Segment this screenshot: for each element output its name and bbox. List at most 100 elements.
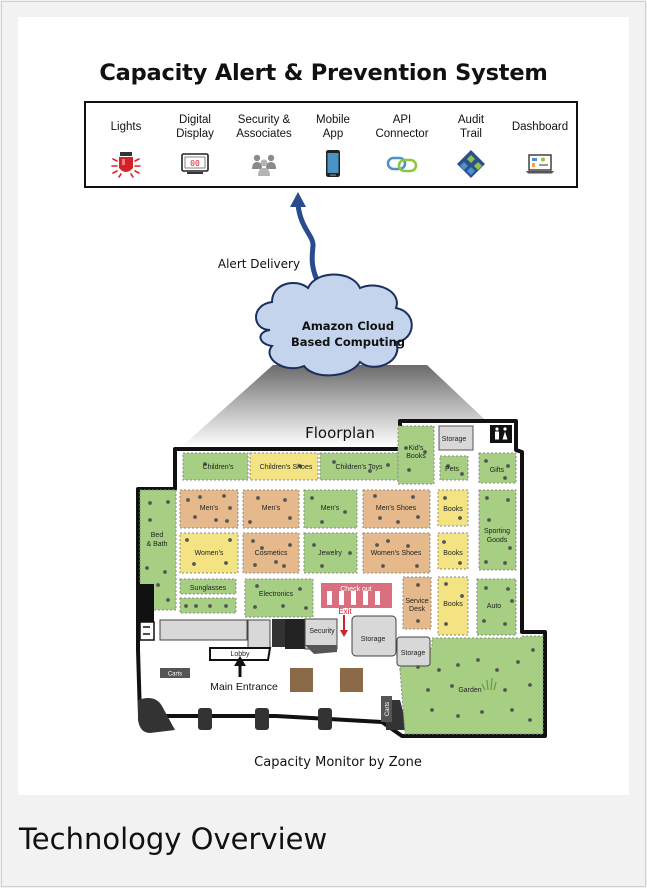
occupant-dot bbox=[404, 446, 408, 450]
occupant-dot bbox=[528, 683, 532, 687]
occupant-dot bbox=[148, 501, 152, 505]
occupant-dot bbox=[484, 459, 488, 463]
occupant-dot bbox=[503, 622, 507, 626]
occupant-dot bbox=[225, 519, 229, 523]
system-title: Capacity Alert & Prevention System bbox=[99, 60, 548, 86]
occupant-dot bbox=[193, 515, 197, 519]
occupant-dot bbox=[458, 561, 462, 565]
audit-diamond-icon bbox=[457, 150, 485, 178]
occupant-dot bbox=[510, 708, 514, 712]
label-cosmetics: Cosmetics bbox=[255, 550, 288, 557]
label-service-desk-1: Service bbox=[405, 598, 428, 605]
occupant-dot bbox=[503, 561, 507, 565]
occupant-dot bbox=[288, 516, 292, 520]
zone-books-1 bbox=[437, 489, 469, 527]
label-storage-low: Storage bbox=[401, 650, 426, 657]
zone-electronics bbox=[244, 578, 314, 618]
occupant-dot bbox=[222, 494, 226, 498]
occupant-dot bbox=[506, 464, 510, 468]
channel-api-connector: API Connector bbox=[365, 103, 439, 188]
occupant-dot bbox=[298, 464, 302, 468]
label-kids-books-1: Kid's bbox=[409, 445, 424, 452]
footer-title: Technology Overview bbox=[19, 822, 328, 856]
occupant-dot bbox=[460, 594, 464, 598]
exit-arrow-head-icon bbox=[340, 630, 348, 637]
occupant-dot bbox=[442, 540, 446, 544]
label-books-3: Books bbox=[443, 601, 463, 608]
occupant-dot bbox=[208, 604, 212, 608]
zone-books-3 bbox=[437, 576, 469, 636]
occupant-dot bbox=[288, 543, 292, 547]
occupant-dot bbox=[320, 564, 324, 568]
occupant-dot bbox=[185, 538, 189, 542]
occupant-dot bbox=[487, 518, 491, 522]
label-kids-books-2: Books bbox=[406, 453, 426, 460]
occupant-dot bbox=[516, 660, 520, 664]
label-carts-left: Carts bbox=[168, 672, 182, 678]
grass-icon bbox=[481, 677, 497, 691]
label-childrens: Children's bbox=[203, 464, 234, 471]
occupant-dot bbox=[484, 586, 488, 590]
channel-label: Digital Display bbox=[176, 114, 214, 140]
digital-display-icon: 00 bbox=[181, 153, 209, 174]
occupant-dot bbox=[343, 510, 347, 514]
entrance-arrow-head-icon bbox=[234, 656, 246, 666]
zone-childrens-toys bbox=[319, 452, 399, 481]
occupant-dot bbox=[214, 518, 218, 522]
occupant-dot bbox=[415, 564, 419, 568]
channel-mobile-app: Mobile App bbox=[296, 103, 370, 188]
occupant-dot bbox=[416, 619, 420, 623]
occupant-dot bbox=[166, 500, 170, 504]
label-main-entrance: Main Entrance bbox=[210, 681, 278, 693]
zone-books-2 bbox=[437, 532, 469, 570]
label-carts-right: Carts bbox=[385, 702, 391, 716]
people-group-icon bbox=[252, 154, 276, 176]
zone-childrens bbox=[182, 452, 249, 481]
occupant-dot bbox=[446, 464, 450, 468]
channel-label: Security & Associates bbox=[236, 114, 292, 140]
floorplan-title: Floorplan bbox=[305, 424, 375, 442]
occupant-dot bbox=[381, 564, 385, 568]
zone-checkout bbox=[321, 583, 392, 608]
channel-audit-trail: Audit Trail bbox=[434, 103, 508, 188]
cloud-shape bbox=[255, 273, 413, 377]
label-exit: Exit bbox=[338, 607, 352, 616]
dashboard-laptop-icon bbox=[526, 154, 554, 174]
lobby-outline bbox=[209, 647, 272, 661]
occupant-dot bbox=[426, 688, 430, 692]
zone-auto bbox=[476, 578, 517, 636]
occupant-dot bbox=[456, 663, 460, 667]
label-sunglasses: Sunglasses bbox=[190, 585, 227, 592]
channel-label: Lights bbox=[110, 121, 142, 133]
occupant-dot bbox=[192, 562, 196, 566]
channel-label: Mobile App bbox=[316, 114, 350, 140]
occupant-dot bbox=[320, 520, 324, 524]
occupant-dot bbox=[378, 516, 382, 520]
label-womens-shoes: Women's Shoes bbox=[371, 550, 422, 557]
label-electronics: Electronics bbox=[259, 591, 294, 598]
occupant-dot bbox=[332, 460, 336, 464]
alert-delivery-label: Alert Delivery bbox=[218, 257, 300, 271]
zone-sunglasses bbox=[179, 578, 237, 595]
occupant-dot bbox=[443, 496, 447, 500]
occupant-dot bbox=[407, 468, 411, 472]
occupant-dot bbox=[508, 546, 512, 550]
occupant-dot bbox=[228, 538, 232, 542]
channel-security-associates: Security & Associates bbox=[227, 103, 301, 188]
carts-left-badge bbox=[160, 668, 190, 678]
label-auto: Auto bbox=[487, 603, 502, 610]
zone-strip bbox=[179, 597, 237, 614]
label-books-1: Books bbox=[443, 506, 463, 513]
occupant-dot bbox=[480, 710, 484, 714]
occupant-dot bbox=[348, 551, 352, 555]
alert-channels-panel: Lights Digital Display 00 Security & Ass… bbox=[84, 101, 578, 188]
label-books-2: Books bbox=[443, 550, 463, 557]
occupant-dot bbox=[503, 688, 507, 692]
storage-lower bbox=[396, 636, 431, 667]
zone-storage-top bbox=[438, 425, 474, 451]
occupant-dot bbox=[368, 469, 372, 473]
occupant-dot bbox=[156, 583, 160, 587]
label-mens-shoes: Men's Shoes bbox=[376, 505, 417, 512]
occupant-dot bbox=[224, 604, 228, 608]
label-sporting-goods-2: Goods bbox=[487, 537, 508, 544]
